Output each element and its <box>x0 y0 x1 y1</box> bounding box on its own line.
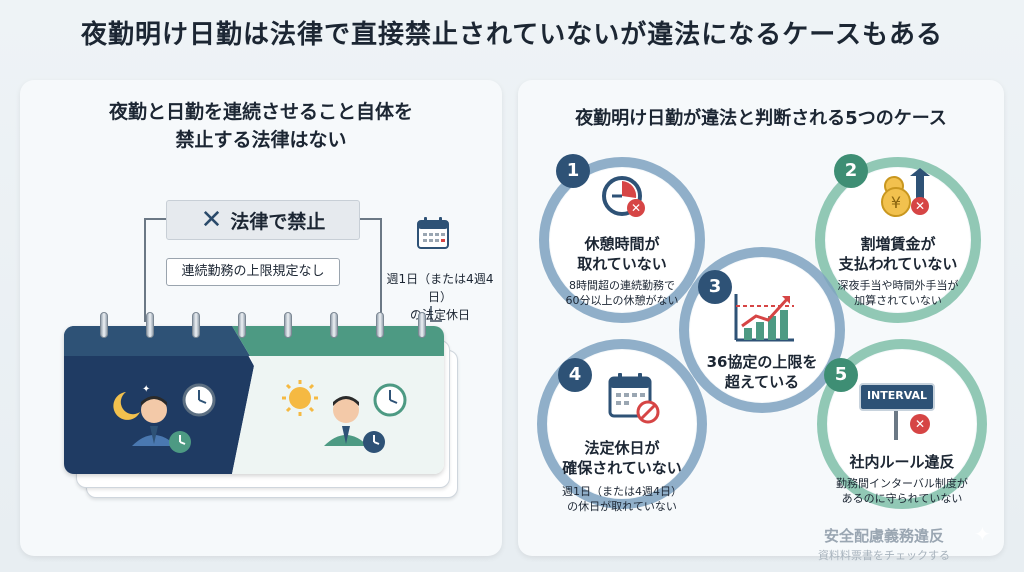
ban-sub-label: 連続勤務の上限規定なし <box>166 258 340 286</box>
case-4-number: 4 <box>558 358 592 392</box>
case-2-title-line2: 支払われていない <box>838 255 958 273</box>
left-heading-line1: 夜勤と日勤を連続させること自体を <box>108 101 413 123</box>
bracket-line <box>144 218 166 220</box>
case-4-desc: 週1日（または4週4日） の休日が取れていない <box>552 484 692 514</box>
case-3-title-line2: 超えている <box>724 373 800 391</box>
sparkle-icon: ✦ <box>974 522 991 546</box>
case-2-number: 2 <box>834 154 868 188</box>
case-1-desc-line1: 8時間超の連続勤務で <box>569 279 675 292</box>
binder-ring <box>192 312 200 338</box>
holiday-line1: 週1日（または4週4日） <box>386 272 494 304</box>
case-5-title: 社内ルール違反 <box>849 453 955 471</box>
case-1-desc-line2: 60分以上の休憩がない <box>565 294 679 307</box>
case-2-desc: 深夜手当や時間外手当が 加算されていない <box>828 278 968 308</box>
svg-text:✕: ✕ <box>915 199 925 213</box>
case-2-desc-line1: 深夜手当や時間外手当が <box>837 279 959 292</box>
bracket-line <box>430 320 442 322</box>
binder-ring <box>238 312 246 338</box>
binder-ring <box>146 312 154 338</box>
case-1-title-line1: 休憩時間が <box>584 235 660 253</box>
calendar-icon <box>417 217 449 249</box>
stopwatch-icon: ✕ <box>602 176 645 217</box>
bracket-line <box>360 218 382 220</box>
case-4-desc-line1: 週1日（または4週4日） <box>562 485 682 498</box>
ban-label: 法律で禁止 <box>230 210 326 233</box>
interval-sign-icon: ✕ <box>859 383 935 440</box>
binder-ring <box>418 312 426 338</box>
calendar-page-front: ✦ <box>64 326 444 474</box>
case-1-title-line2: 取れていない <box>577 255 667 273</box>
binder-ring <box>284 312 292 338</box>
case-1-number: 1 <box>556 154 590 188</box>
case-4-title-line1: 法定休日が <box>584 439 660 457</box>
cross-icon: ✕ <box>200 205 223 235</box>
left-panel: 夜勤と日勤を連続させること自体を 禁止する法律はない ✕ 法律で禁止 連続勤務の… <box>20 80 502 556</box>
bracket-line <box>380 218 382 322</box>
right-panel: 夜勤明け日勤が違法と判断される5つのケース 1 ✕ 休憩時間が 取れていない 8… <box>518 80 1004 556</box>
case-1-title: 休憩時間が 取れていない <box>552 234 692 274</box>
case-2-title-line1: 割増賃金が <box>860 235 936 253</box>
footer-main-text: 安全配慮義務違反 <box>823 527 944 545</box>
svg-text:¥: ¥ <box>891 193 901 212</box>
case-2-desc-line2: 加算されていない <box>854 294 942 307</box>
binder-ring <box>376 312 384 338</box>
case-5-desc-line1: 勤務間インターバル制度が <box>836 477 968 490</box>
bracket-line <box>144 218 146 322</box>
interval-sign-text: INTERVAL <box>866 389 928 402</box>
calendar-art: ✦ <box>64 326 444 474</box>
case-4-desc-line2: の休日が取れていない <box>567 500 677 513</box>
case-5-desc-line2: あるのに守られていない <box>841 492 963 505</box>
case-3-title-line1: 36協定の上限を <box>706 353 818 371</box>
calendar-illustration: ✦ <box>64 312 458 506</box>
left-heading: 夜勤と日勤を連続させること自体を 禁止する法律はない <box>20 98 502 154</box>
case-4-title-line2: 確保されていない <box>562 459 682 477</box>
page-title: 夜勤明け日勤は法律で直接禁止されていないが違法になるケースもある <box>81 20 943 50</box>
binder-ring <box>100 312 108 338</box>
case-4-title: 法定休日が 確保されていない <box>552 438 692 478</box>
case-1-desc: 8時間超の連続勤務で 60分以上の休憩がない <box>552 278 692 308</box>
right-heading: 夜勤明け日勤が違法と判断される5つのケース <box>575 108 947 129</box>
footer-sub-text: 資料料票書をチェックする <box>818 549 950 562</box>
binder-ring <box>330 312 338 338</box>
svg-text:✦: ✦ <box>142 384 150 395</box>
svg-text:✕: ✕ <box>915 417 925 431</box>
growth-chart-icon <box>734 294 794 342</box>
legal-holiday-text: 週1日（または4週4日） の法定休日 <box>378 270 502 324</box>
svg-text:✕: ✕ <box>631 201 641 215</box>
case-5-desc: 勤務間インターバル制度が あるのに守られていない <box>824 476 980 506</box>
case-5-number: 5 <box>824 358 858 392</box>
case-3-number: 3 <box>698 270 732 304</box>
case-3-title: 36協定の上限を 超えている <box>692 352 832 392</box>
holiday-line2: の法定休日 <box>409 308 470 322</box>
bracket-line <box>430 306 432 322</box>
case-2-title: 割増賃金が 支払われていない <box>828 234 968 274</box>
left-heading-line2: 禁止する法律はない <box>175 129 347 151</box>
ban-box: ✕ 法律で禁止 <box>166 200 360 240</box>
coin-icon: ¥ ✕ <box>881 168 930 217</box>
calendar-ban-icon <box>608 373 660 424</box>
